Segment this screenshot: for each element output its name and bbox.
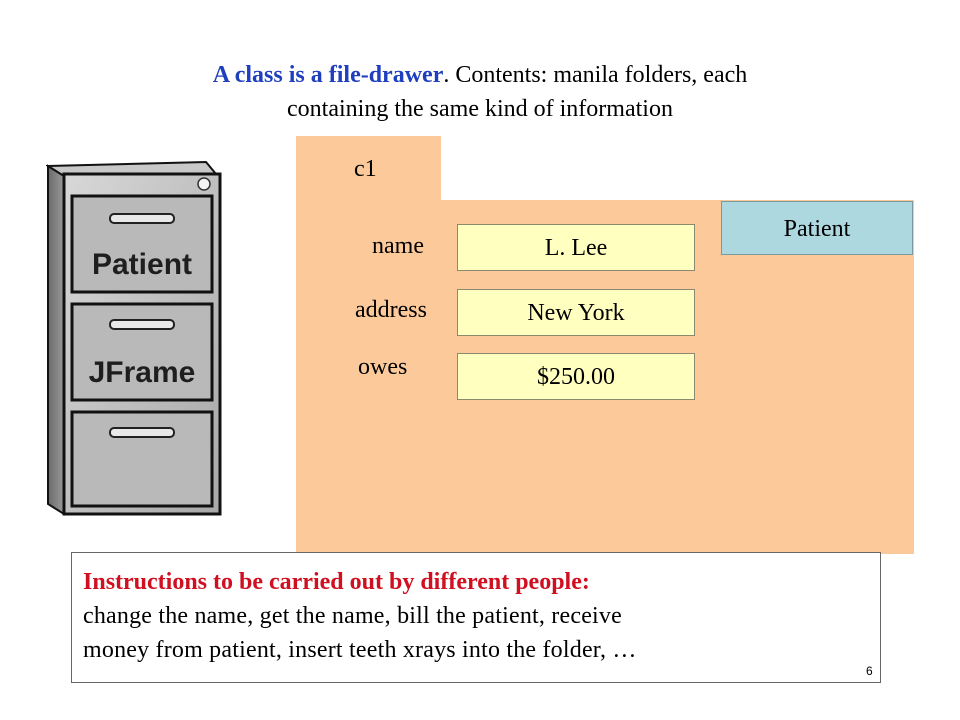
drawer-jframe: JFrame — [70, 302, 214, 402]
field-label-owes: owes — [358, 354, 408, 380]
drawer-label-patient: Patient — [92, 248, 192, 281]
file-cabinet-icon: Patient JFrame — [46, 160, 222, 516]
drawer-label-jframe: JFrame — [89, 356, 196, 389]
instructions-line2: money from patient, insert teeth xrays i… — [83, 637, 637, 663]
field-value-name: L. Lee — [457, 224, 695, 271]
instructions-line1: change the name, get the name, bill the … — [83, 603, 622, 629]
class-name-box: Patient — [721, 201, 913, 255]
page-number: 6 — [866, 664, 873, 678]
field-value-owes: $250.00 — [457, 353, 695, 400]
instructions-box: Instructions to be carried out by differ… — [71, 552, 881, 683]
folder-tab — [296, 136, 441, 202]
title-highlight: A class is a file-drawer — [212, 62, 444, 88]
title-rest: . Contents: manila folders, each — [443, 62, 748, 88]
slide-title: A class is a file-drawer. Contents: mani… — [0, 58, 960, 126]
drawer-patient: Patient — [70, 194, 214, 294]
field-label-address: address — [355, 297, 427, 323]
title-line2: containing the same kind of information — [287, 96, 673, 122]
drawer-empty — [70, 410, 214, 508]
field-label-name: name — [372, 233, 424, 259]
field-value-address: New York — [457, 289, 695, 336]
folder-name: c1 — [354, 156, 377, 182]
instructions-heading: Instructions to be carried out by differ… — [83, 569, 590, 595]
